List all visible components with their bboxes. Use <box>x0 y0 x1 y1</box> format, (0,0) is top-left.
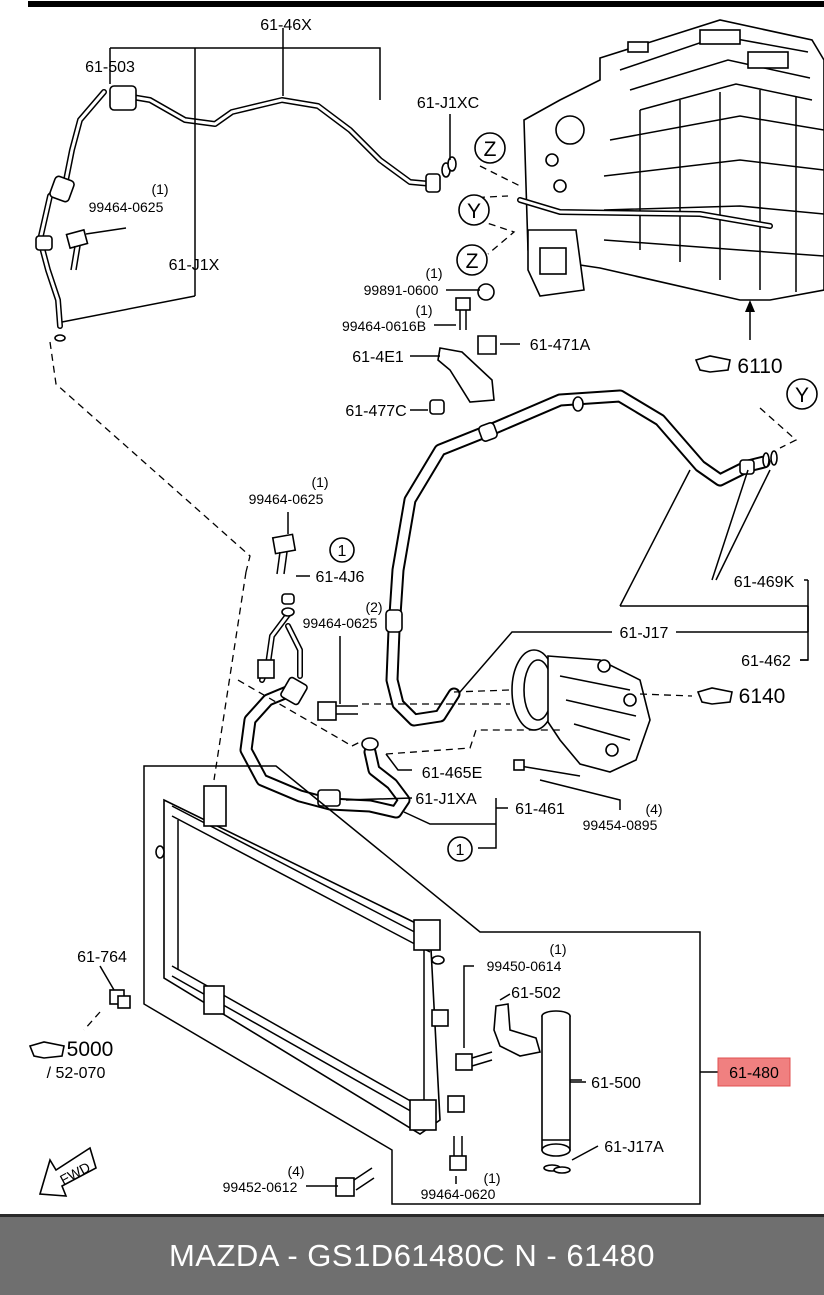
footer-part-number: MAZDA - GS1D61480C N - 61480 <box>168 1238 656 1273</box>
label-99454-0895: 99454-0895 <box>583 817 658 833</box>
label-99891-0600: 99891-0600 <box>364 282 439 298</box>
qty-99450-0614: (1) <box>549 941 566 957</box>
label-61-471A: 61-471A <box>530 337 591 354</box>
label-61-503: 61-503 <box>85 59 135 76</box>
bracket-61-502 <box>493 1003 542 1057</box>
qty-99464-0625-a: (1) <box>151 181 168 197</box>
svg-text:Z: Z <box>466 250 479 273</box>
bolt-99464-0625-top <box>65 228 89 271</box>
svg-text:1: 1 <box>338 543 347 560</box>
clip-61-764 <box>109 989 131 1009</box>
label-5000: 5000 <box>67 1038 114 1061</box>
label-61-477C: 61-477C <box>345 403 406 420</box>
marker-1-upper: 1 <box>329 537 355 563</box>
bolt-99452-0612 <box>335 1167 375 1197</box>
marker-y-right: Y <box>786 378 818 410</box>
bolt-99464-0620 <box>449 1136 467 1171</box>
label-61-462: 61-462 <box>741 653 791 670</box>
label-61-46X: 61-46X <box>260 17 312 34</box>
label-99464-0625-b: 99464-0625 <box>249 491 324 507</box>
label-61-J1X: 61-J1X <box>169 257 220 274</box>
svg-text:Y: Y <box>467 200 481 223</box>
label-61-J1XC: 61-J1XC <box>417 95 479 112</box>
label-6140: 6140 <box>739 685 786 708</box>
marker-1-lower: 1 <box>447 836 473 862</box>
label-52-070: / 52-070 <box>47 1065 106 1082</box>
qty-99464-0625-c: (2) <box>365 599 382 615</box>
hand-pointer-icon-6140 <box>696 687 733 705</box>
label-99452-0612: 99452-0612 <box>223 1179 298 1195</box>
bolt-99464-0625-mid <box>271 533 297 575</box>
label-61-4J6: 61-4J6 <box>316 569 365 586</box>
label-61-J1XA: 61-J1XA <box>415 791 477 808</box>
parts-diagram: FWD <box>28 1 824 1205</box>
label-61-500: 61-500 <box>591 1075 641 1092</box>
bolt-99464-0625-side <box>317 701 358 721</box>
qty-99454-0895: (4) <box>645 801 662 817</box>
qty-99464-0616B: (1) <box>415 302 432 318</box>
hvac-unit-6110 <box>517 19 824 340</box>
svg-text:1: 1 <box>456 842 465 859</box>
svg-text:Z: Z <box>484 138 497 161</box>
label-61-480: 61-480 <box>729 1065 779 1082</box>
hand-pointer-icon-5000 <box>28 1041 65 1059</box>
pipe-61-462 <box>385 389 778 727</box>
qty-99464-0620: (1) <box>483 1170 500 1186</box>
qty-99464-0625-b: (1) <box>311 474 328 490</box>
hand-pointer-icon-6110 <box>694 355 731 373</box>
diagram-canvas: FWD <box>28 1 824 1205</box>
condenser-61-480 <box>155 785 465 1135</box>
receiver-drier-61-500 <box>541 1010 582 1174</box>
pipe-61-46X <box>35 85 457 342</box>
callout-labels: 61-46X 61-503 61-J1XC (1) 99464-0625 61-… <box>47 17 795 1202</box>
compressor-6140 <box>511 649 651 777</box>
label-99464-0625-c: 99464-0625 <box>303 615 378 631</box>
label-61-461: 61-461 <box>515 801 565 818</box>
bracket-61-4E1 <box>429 283 497 415</box>
label-61-J17A: 61-J17A <box>604 1139 664 1156</box>
label-61-469K: 61-469K <box>734 574 795 591</box>
label-99464-0620: 99464-0620 <box>421 1186 496 1202</box>
marker-y-top: Y <box>458 194 490 226</box>
dashed-lines <box>49 165 798 1031</box>
pipe-61-461 <box>239 593 411 819</box>
label-99464-0616B: 99464-0616B <box>342 318 426 334</box>
highlight-61-480 <box>717 1057 791 1087</box>
marker-z-top: Z <box>474 132 506 164</box>
label-61-4E1: 61-4E1 <box>352 349 404 366</box>
label-61-502: 61-502 <box>511 985 561 1002</box>
marker-z-mid: Z <box>456 244 488 276</box>
label-99450-0614: 99450-0614 <box>487 958 562 974</box>
fwd-arrow: FWD <box>38 1146 97 1197</box>
leader-lines <box>61 28 809 1205</box>
label-61-J17: 61-J17 <box>620 625 669 642</box>
label-61-764: 61-764 <box>77 949 127 966</box>
qty-99452-0612: (4) <box>287 1163 304 1179</box>
svg-text:Y: Y <box>795 384 809 407</box>
label-99464-0625-a: 99464-0625 <box>89 199 164 215</box>
bolt-99450-0614 <box>455 1051 493 1071</box>
label-61-465E: 61-465E <box>422 765 483 782</box>
label-6110: 6110 <box>737 355 782 378</box>
part-number-footer: MAZDA - GS1D61480C N - 61480 <box>0 1214 824 1295</box>
qty-99891-0600: (1) <box>425 265 442 281</box>
